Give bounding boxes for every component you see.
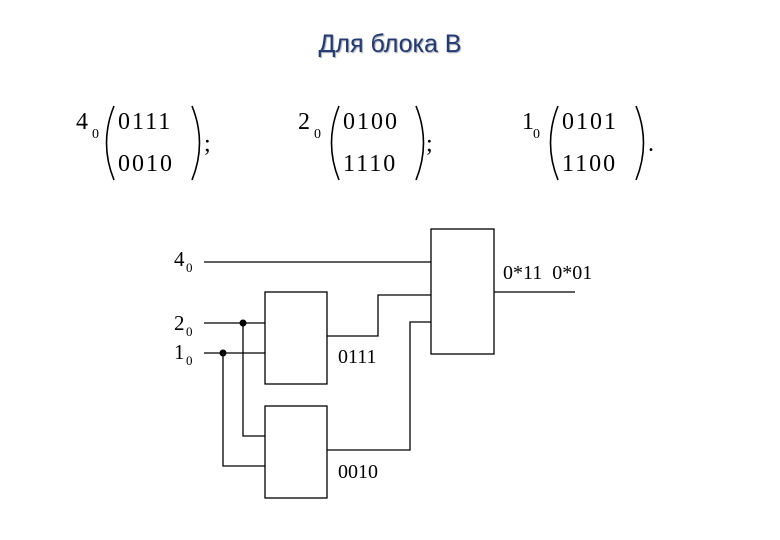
- input-subscript-4: 0: [186, 260, 193, 275]
- left-paren: [549, 105, 559, 181]
- matrix-label: 1: [522, 109, 534, 135]
- matrix-row: 0010: [118, 151, 174, 177]
- wire-input-2-branch: [242, 323, 265, 437]
- matrix-punct: ;: [426, 131, 433, 157]
- junction-dot: [219, 349, 227, 357]
- matrix-1-0: 1 0 0101 1100 .: [522, 105, 654, 181]
- matrix-label: 2: [298, 109, 310, 135]
- final-output-code: 0*11 0*01: [503, 262, 592, 284]
- block-1-output-code: 0111: [338, 346, 377, 368]
- slide-title: Для блока B: [318, 30, 462, 58]
- wire-block1-to-block3: [327, 294, 431, 337]
- matrix-row: 0111: [118, 109, 172, 135]
- block-2: [264, 405, 328, 499]
- matrix-subscript: 0: [533, 127, 540, 142]
- matrix-row: 0101: [562, 109, 618, 135]
- matrix-row: 1110: [343, 151, 397, 177]
- matrix-punct: .: [648, 131, 654, 157]
- input-label-2: 2: [174, 311, 185, 335]
- input-label-4: 4: [174, 247, 185, 271]
- input-subscript-1: 0: [186, 353, 193, 368]
- matrix-subscript: 0: [92, 127, 99, 142]
- input-subscript-2: 0: [186, 324, 193, 339]
- block-2-output-code: 0010: [338, 461, 378, 483]
- matrix-2-0: 2 0 0100 1110 ;: [298, 105, 433, 181]
- matrix-punct: ;: [204, 131, 211, 157]
- block-1: [264, 291, 328, 385]
- matrix-row: 1100: [562, 151, 617, 177]
- input-label-1: 1: [174, 340, 185, 364]
- wire-input-1-branch: [222, 353, 265, 467]
- matrix-4-0: 4 0 0111 0010 ;: [76, 105, 211, 181]
- right-paren: [415, 105, 425, 181]
- wire-block2-to-block3: [327, 321, 431, 451]
- left-paren: [330, 105, 340, 181]
- right-paren: [191, 105, 201, 181]
- matrix-row: 0100: [343, 109, 399, 135]
- block-3: [430, 228, 495, 355]
- matrix-subscript: 0: [314, 127, 321, 142]
- left-paren: [105, 105, 115, 181]
- junction-dot: [239, 319, 247, 327]
- right-paren: [635, 105, 645, 181]
- matrix-label: 4: [76, 109, 88, 135]
